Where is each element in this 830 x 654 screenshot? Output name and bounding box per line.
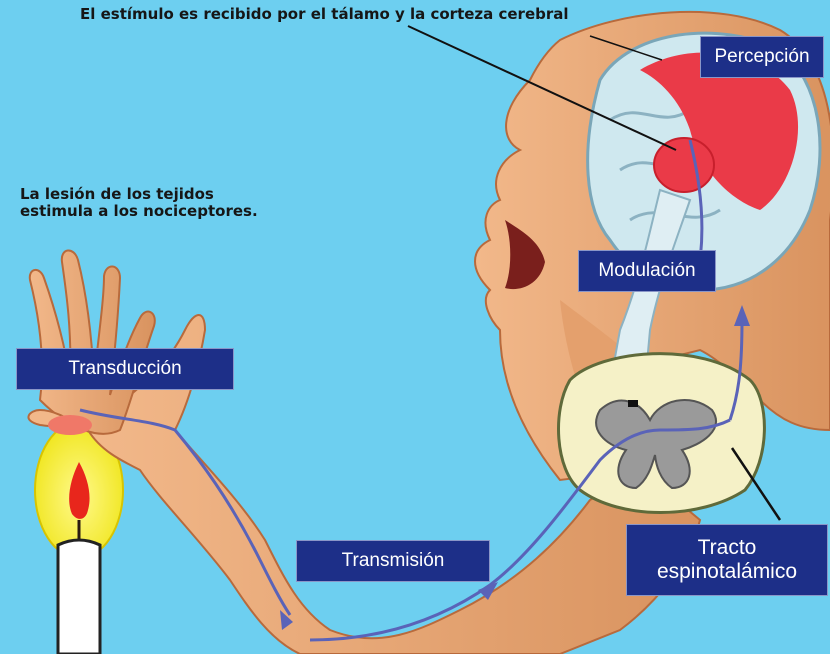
burn-spot [48,415,92,435]
tissue-annotation-line1: La lesión de los tejidos [20,186,258,203]
label-percepcion: Percepción [700,36,824,78]
label-transduccion: Transducción [16,348,234,390]
label-tracto-line1: Tracto [698,536,757,560]
label-tracto-line2: espinotalámico [657,560,797,584]
tissue-annotation-line2: estimula a los nociceptores. [20,203,258,220]
thalamus [654,138,714,192]
candle-body [58,540,100,654]
label-transmision: Transmisión [296,540,490,582]
dorsal-root-tab [628,400,638,407]
spinal-cord-section [559,354,765,513]
label-tracto-espinotalamico: Tracto espinotalámico [626,524,828,596]
label-modulacion: Modulación [578,250,716,292]
top-annotation: El estímulo es recibido por el tálamo y … [80,6,569,23]
tissue-annotation: La lesión de los tejidos estimula a los … [20,186,258,220]
